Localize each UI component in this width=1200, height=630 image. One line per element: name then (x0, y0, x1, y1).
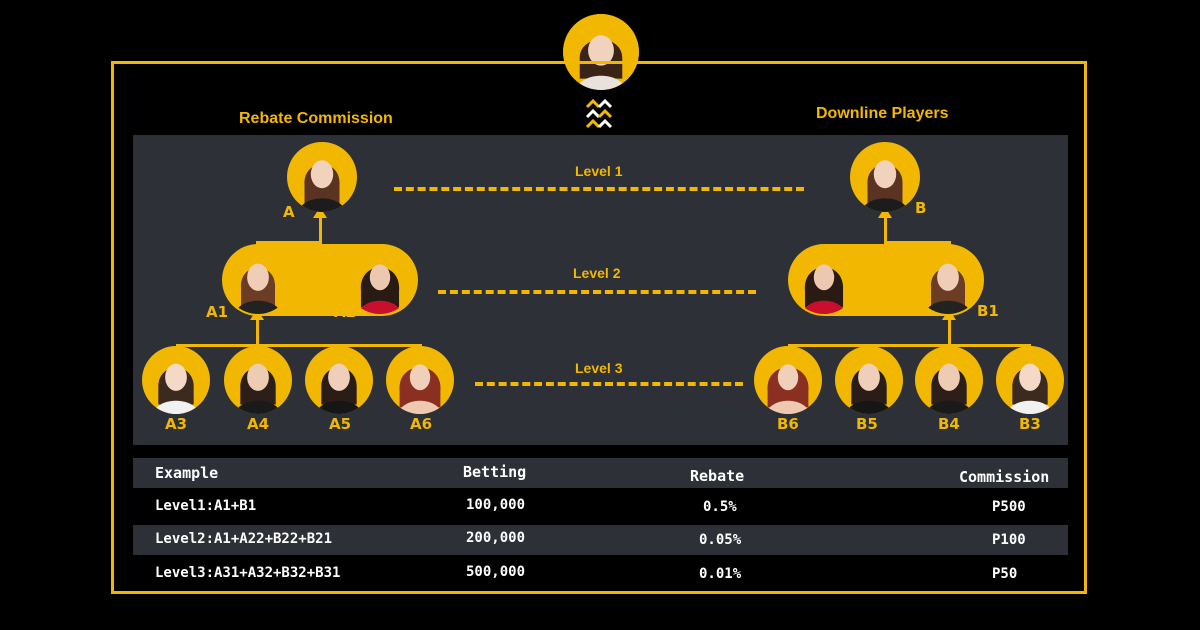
cell-commission: P50 (992, 566, 1018, 582)
dash-b2-b1 (858, 280, 908, 283)
heading-downline-players: Downline Players (816, 105, 949, 122)
person-avatar-icon (234, 363, 282, 414)
heading-rebate-commission: Rebate Commission (239, 110, 393, 127)
person-avatar-icon (398, 364, 442, 414)
cell-betting: 100,000 (466, 497, 526, 513)
node-a2 (346, 246, 414, 314)
line-a1-stub (256, 241, 259, 247)
person-avatar-icon (563, 14, 639, 90)
person-avatar-icon (152, 363, 200, 414)
header-example: Example (155, 464, 219, 482)
node-label-a1: A1 (206, 303, 229, 321)
node-label-a: A (283, 203, 295, 221)
node-label-b: B (915, 199, 927, 217)
arrow-up-icon (250, 309, 264, 320)
line-a-branch (257, 241, 322, 244)
arrow-up-icon (313, 207, 327, 218)
line-b4-b1 (948, 316, 951, 346)
person-avatar-icon (234, 263, 282, 314)
person-avatar-icon (766, 364, 810, 414)
table-row: Level3:A31+A32+B32+B31 500,000 0.01% P50 (133, 559, 1068, 589)
node-b2 (790, 246, 858, 314)
dash-a1-a2 (298, 280, 340, 283)
node-label-b3: B3 (1019, 415, 1041, 433)
node-a1 (224, 246, 292, 314)
node-label-b1: B1 (977, 302, 999, 320)
line-a4-a1 (256, 316, 259, 346)
header-commission: Commission (959, 468, 1050, 486)
person-avatar-icon (802, 264, 846, 314)
node-label-b2: B2 (851, 302, 873, 320)
person-avatar-icon (924, 263, 972, 314)
node-label-a3: A3 (165, 415, 188, 433)
node-label-b5: B5 (856, 415, 878, 433)
arrow-up-icon (942, 309, 956, 320)
node-label-a5: A5 (329, 415, 352, 433)
node-b4 (915, 346, 983, 414)
node-label-a4: A4 (247, 415, 270, 433)
cell-rebate: 0.5% (703, 499, 737, 515)
level-1-dash (394, 187, 804, 191)
table-row: Level2:A1+A22+B22+B21 200,000 0.05% P100 (133, 525, 1068, 555)
cell-betting: 500,000 (466, 564, 526, 580)
person-avatar-icon (358, 264, 402, 314)
table-header-row: Example Betting Rebate Commission (133, 458, 1068, 488)
cell-commission: P100 (992, 532, 1026, 548)
node-a3 (142, 346, 210, 414)
level-3-label: Level 3 (575, 360, 623, 376)
node-a6 (386, 346, 454, 414)
node-label-a6: A6 (410, 415, 433, 433)
level-3-dash (475, 382, 743, 386)
cell-example: Level3:A31+A32+B32+B31 (155, 565, 341, 581)
node-b6 (754, 346, 822, 414)
header-betting: Betting (463, 463, 527, 481)
node-a4 (224, 346, 292, 414)
person-avatar-icon (315, 363, 363, 414)
node-a5 (305, 346, 373, 414)
person-avatar-icon (845, 363, 893, 414)
node-label-b4: B4 (938, 415, 960, 433)
node-b1 (914, 246, 982, 314)
table-row: Level1:A1+B1 100,000 0.5% P500 (133, 492, 1068, 522)
header-rebate: Rebate (690, 467, 745, 485)
line-level3-left (176, 344, 422, 347)
top-avatar (563, 14, 639, 90)
node-b5 (835, 346, 903, 414)
cell-betting: 200,000 (466, 530, 526, 546)
node-b (850, 142, 920, 212)
person-avatar-icon (298, 160, 346, 212)
line-a1-a (319, 214, 322, 242)
chevron-stack-icon (585, 98, 613, 129)
level-2-dash (438, 290, 756, 294)
node-a (287, 142, 357, 212)
person-avatar-icon (925, 363, 973, 414)
node-label-b6: B6 (777, 415, 799, 433)
cell-commission: P500 (992, 499, 1026, 515)
person-avatar-icon (861, 160, 909, 212)
person-avatar-icon (1006, 363, 1054, 414)
outer-frame (111, 61, 1087, 594)
arrow-up-icon (878, 207, 892, 218)
line-b1-stub (948, 241, 951, 247)
cell-rebate: 0.01% (699, 566, 742, 582)
line-b-branch (884, 241, 950, 244)
level-1-label: Level 1 (575, 163, 623, 179)
line-level3-right (788, 344, 1031, 347)
cell-rebate: 0.05% (699, 532, 742, 548)
level-2-label: Level 2 (573, 265, 621, 281)
cell-example: Level2:A1+A22+B22+B21 (155, 531, 333, 547)
node-b3 (996, 346, 1064, 414)
line-b1-b (884, 214, 887, 242)
cell-example: Level1:A1+B1 (155, 498, 257, 514)
node-label-a2: A2 (334, 303, 357, 321)
